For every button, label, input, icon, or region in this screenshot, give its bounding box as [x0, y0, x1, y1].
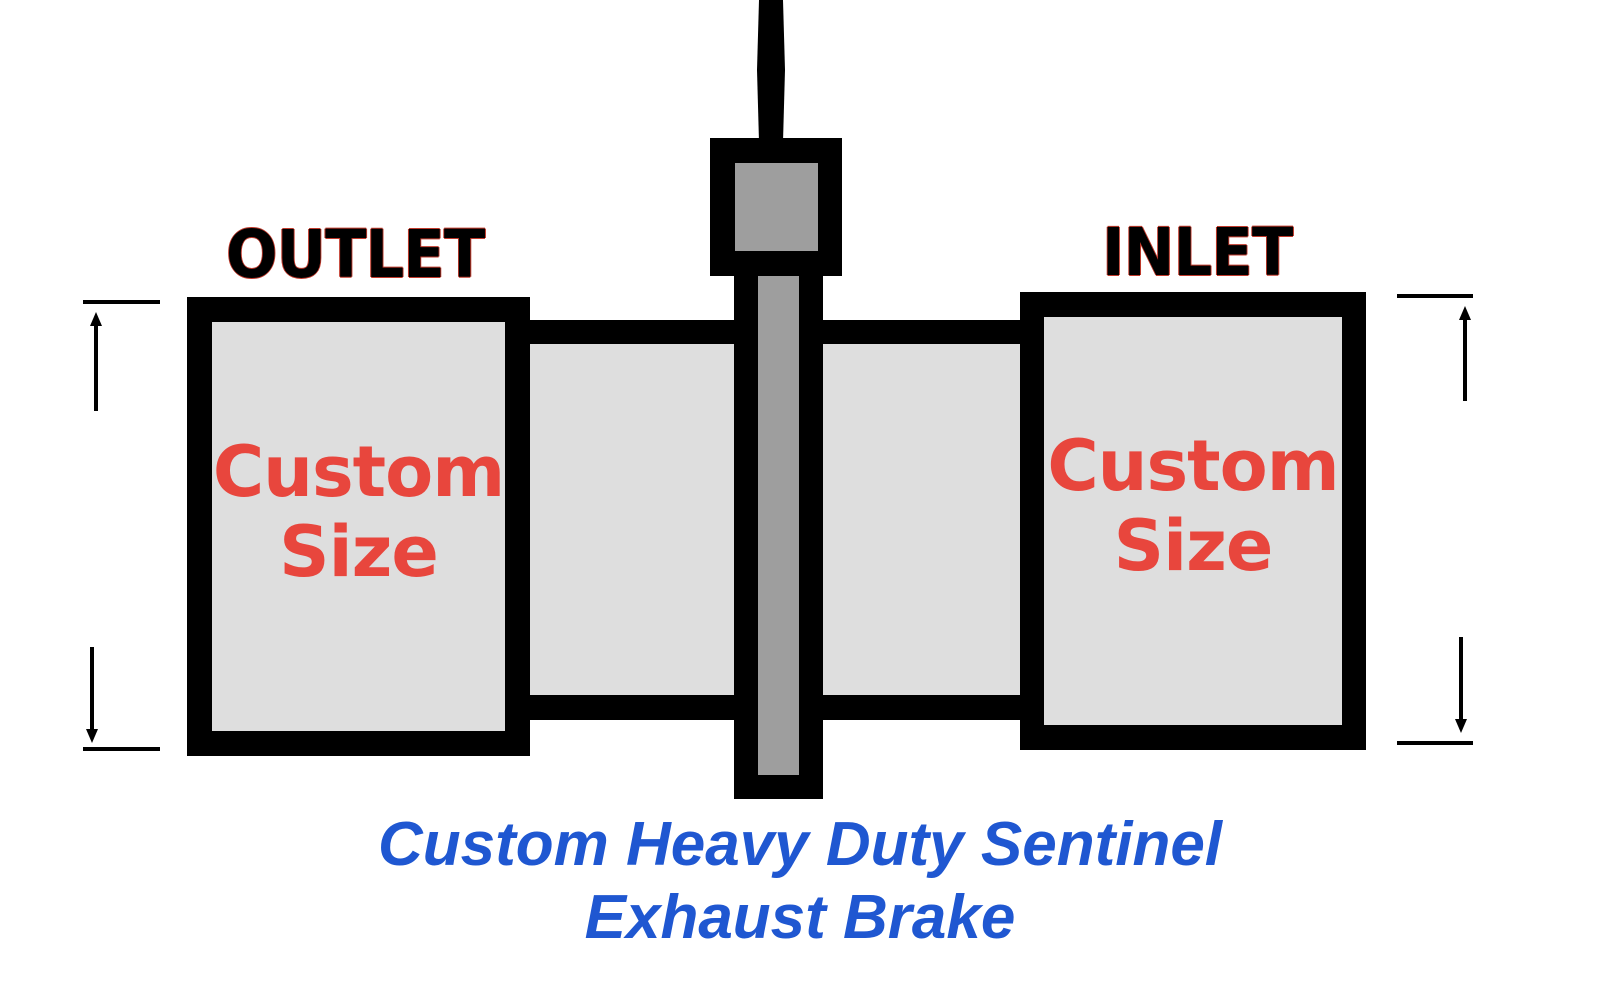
outlet-dim-arrow-up-shaft	[94, 324, 98, 411]
outlet-dim-top-line	[83, 300, 160, 304]
inlet-size-line2: Size	[1113, 505, 1274, 587]
actuator-head-fill	[735, 163, 818, 251]
outlet-size-text: Custom Size	[212, 437, 505, 587]
outlet-pipe-fill	[505, 344, 737, 695]
diagram-title-line1: Custom Heavy Duty Sentinel	[377, 810, 1223, 879]
outlet-flange-fill	[212, 322, 505, 731]
outlet-size-line1: Custom	[212, 431, 505, 513]
arrow-down-icon	[86, 729, 98, 743]
inlet-dim-arrow-up-shaft	[1463, 318, 1467, 401]
inlet-flange-fill	[1044, 317, 1342, 725]
inlet-size-text: Custom Size	[1044, 431, 1342, 581]
outlet-label: OUTLET	[226, 216, 485, 293]
outlet-dim-arrow-down-shaft	[90, 647, 94, 731]
diagram-title-line2: Exhaust Brake	[584, 883, 1016, 952]
arrow-up-icon	[1459, 306, 1471, 320]
arrow-down-icon	[1455, 719, 1467, 733]
inlet-label: INLET	[1102, 214, 1293, 291]
outlet-dim-bottom-line	[83, 747, 160, 751]
inlet-pipe-fill	[822, 344, 1024, 695]
valve-shaft-fill	[758, 276, 799, 775]
inlet-dim-arrow-down-shaft	[1459, 637, 1463, 721]
inlet-size-line1: Custom	[1047, 425, 1339, 507]
arrow-up-icon	[90, 312, 102, 326]
outlet-size-line2: Size	[279, 511, 439, 593]
actuator-rod	[754, 0, 788, 142]
inlet-dim-bottom-line	[1397, 741, 1473, 745]
inlet-dim-top-line	[1397, 294, 1473, 298]
